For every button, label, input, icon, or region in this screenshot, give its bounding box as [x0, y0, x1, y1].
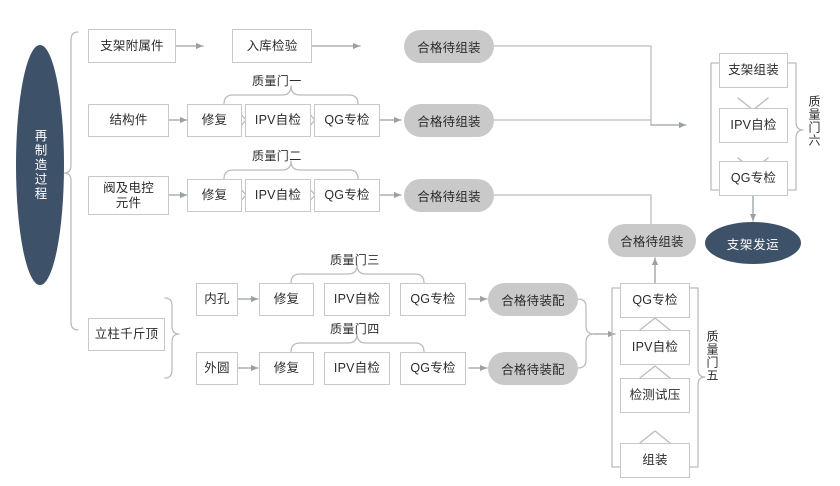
node-branch-b-step-2[interactable]: QG专检	[400, 352, 466, 385]
node-branch-b-step-0[interactable]: 修复	[259, 352, 314, 385]
node-gate5-step-qg[interactable]: QG专检	[620, 283, 690, 318]
gate-label-gate6: 质量门六	[807, 95, 821, 147]
node-gate5-output[interactable]: 合格待组装	[608, 224, 696, 257]
node-row3-step-2[interactable]: QG专检	[314, 179, 380, 212]
node-row2-step-0[interactable]: 修复	[187, 104, 242, 137]
node-branch-b-name[interactable]: 外圆	[196, 352, 238, 385]
node-row1-step-0[interactable]: 入库检验	[232, 29, 312, 63]
node-row2-output[interactable]: 合格待组装	[404, 104, 494, 137]
gate-label-branch-a: 质量门三	[330, 253, 380, 267]
node-gate6-step-0[interactable]: 支架组装	[719, 53, 788, 88]
node-row1-source[interactable]: 支架附属件	[88, 29, 176, 63]
node-branch-a-output[interactable]: 合格待装配	[488, 283, 578, 316]
node-row2-step-1[interactable]: IPV自检	[245, 104, 311, 137]
node-gate5-step-test[interactable]: 检测试压	[620, 378, 690, 413]
process-root-node: 再制造过程	[16, 45, 64, 285]
node-gate6-step-1[interactable]: IPV自检	[719, 108, 788, 143]
gate-label-gate5: 质量门五	[705, 330, 719, 382]
node-branch-a-step-1[interactable]: IPV自检	[324, 283, 390, 316]
node-shipping-output[interactable]: 支架发运	[705, 222, 801, 264]
gate-label-row3: 质量门二	[252, 149, 302, 163]
gate-label-row2: 质量门一	[252, 74, 302, 88]
gate-label-branch-b: 质量门四	[330, 322, 380, 336]
node-row1-output[interactable]: 合格待组装	[404, 30, 494, 63]
node-branch-a-step-2[interactable]: QG专检	[400, 283, 466, 316]
node-branch-b-output[interactable]: 合格待装配	[488, 352, 578, 385]
node-row3-step-0[interactable]: 修复	[187, 179, 242, 212]
node-branch-a-name[interactable]: 内孔	[196, 283, 238, 316]
node-row2-step-2[interactable]: QG专检	[314, 104, 380, 137]
node-gate6-step-2[interactable]: QG专检	[719, 161, 788, 196]
node-row3-source[interactable]: 阀及电控 元件	[88, 176, 169, 215]
node-gate5-step-assemble[interactable]: 组装	[620, 443, 690, 478]
node-row3-step-1[interactable]: IPV自检	[245, 179, 311, 212]
node-branch-b-step-1[interactable]: IPV自检	[324, 352, 390, 385]
node-row2-source[interactable]: 结构件	[88, 104, 169, 137]
node-row4-source[interactable]: 立柱千斤顶	[88, 318, 165, 351]
node-branch-a-step-0[interactable]: 修复	[259, 283, 314, 316]
node-row3-output[interactable]: 合格待组装	[404, 179, 494, 212]
node-gate5-step-ipv[interactable]: IPV自检	[620, 330, 690, 365]
